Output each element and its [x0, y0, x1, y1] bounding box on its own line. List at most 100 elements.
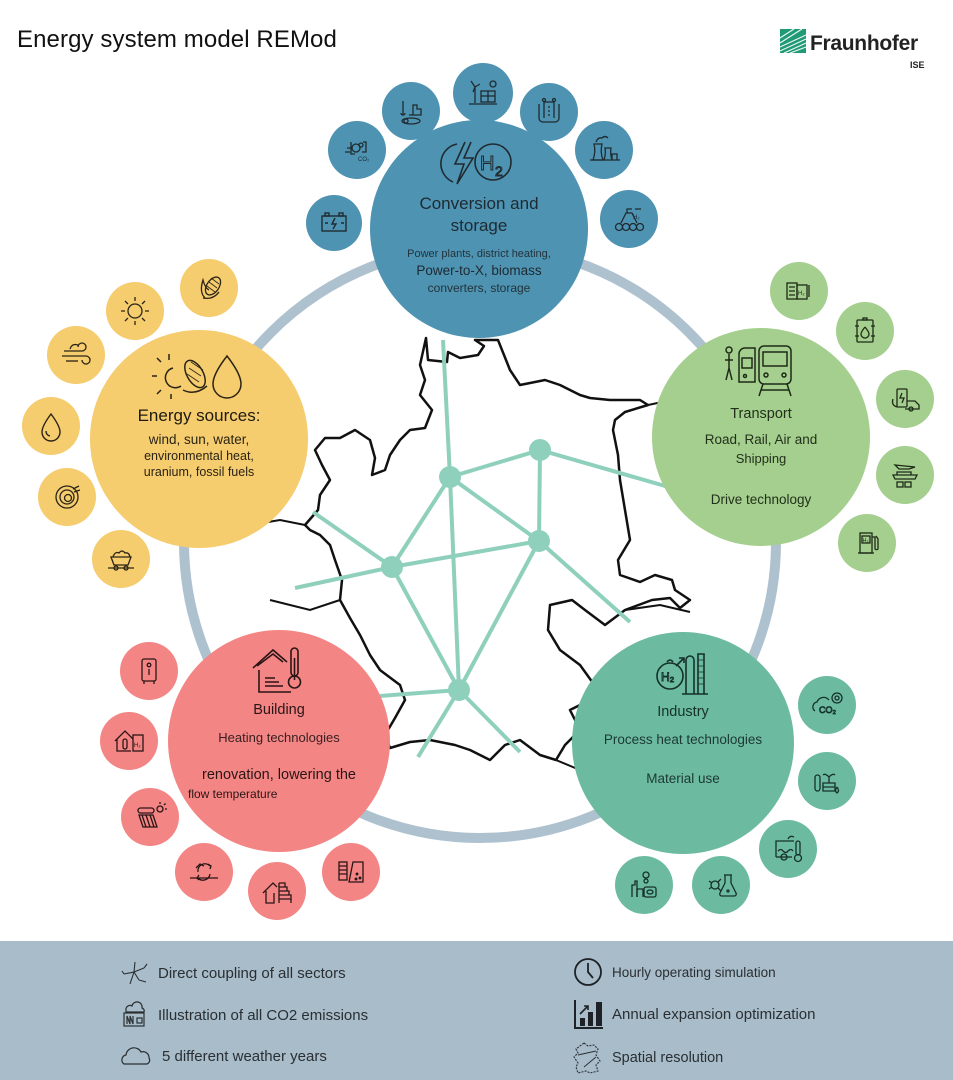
electrolyzer-icon	[538, 97, 560, 123]
hydrogen-storage-icon: H₂	[614, 208, 645, 232]
page-title: Energy system model REMod	[17, 26, 337, 53]
network-lines	[294, 339, 673, 759]
factory-icon	[631, 871, 657, 898]
co2-capture-icon: CO₂	[345, 141, 370, 163]
wind-solar-icon	[469, 80, 497, 105]
building-line-1: Heating technologies	[218, 730, 340, 745]
clock-icon	[574, 958, 602, 986]
satellite-biomass-material	[798, 752, 856, 810]
feature-sector-coupling: Direct coupling of all sectors	[120, 958, 346, 988]
satellite-h2-fuel-pump: H₂	[838, 514, 896, 572]
sector-transport: Transport Road, Rail, Air and Shipping D…	[652, 328, 870, 546]
svg-text:CO₂: CO₂	[819, 705, 837, 715]
sun-corn-drop-icon	[152, 354, 242, 399]
logo-sub: ISE	[910, 60, 925, 70]
satellite-h2-truck: H₂	[770, 262, 828, 320]
satellite-fuel-barrel	[836, 302, 894, 360]
h2-fuel-pump-icon: H₂	[858, 532, 879, 554]
satellite-sun	[106, 282, 164, 340]
satellite-co2-capture: CO₂	[328, 121, 386, 179]
network-nodes	[381, 439, 551, 701]
feature-co2-emissions: Illustration of all CO2 emissions	[120, 1000, 368, 1030]
logo-name: Fraunhofer	[810, 32, 918, 55]
svg-text:H₂: H₂	[633, 215, 640, 221]
satellite-factory	[615, 856, 673, 914]
satellite-power-plant	[575, 121, 633, 179]
satellite-solar-thermal	[121, 788, 179, 846]
satellite-uranium	[38, 468, 96, 526]
transport-line-3: Drive technology	[710, 492, 812, 507]
satellite-wind-solar	[453, 63, 513, 123]
biomass-plant-icon	[400, 101, 422, 125]
bar-chart-icon	[574, 1000, 603, 1029]
svg-text:H₂: H₂	[863, 538, 869, 544]
satellite-wind	[47, 326, 105, 384]
h2-truck-icon: H₂	[786, 282, 810, 300]
feature-weather-years: 5 different weather years	[120, 1044, 327, 1068]
sector-coupling-icon	[121, 961, 148, 985]
satellite-plane-ship	[876, 446, 934, 504]
co2-cloud-icon: CO₂	[812, 692, 843, 715]
feature-label: Direct coupling of all sectors	[158, 964, 346, 982]
fraunhofer-logo-mark-icon	[780, 29, 806, 53]
feature-label: 5 different weather years	[162, 1047, 327, 1065]
conversion-line-3: converters, storage	[427, 281, 531, 295]
water-drop-icon	[41, 412, 61, 442]
satellite-electrolyzer	[520, 83, 578, 141]
h2-industry-icon: H₂	[656, 653, 708, 695]
svg-text:H₂: H₂	[661, 670, 675, 684]
transport-line-2: Shipping	[735, 451, 787, 466]
industry-line-1: Process heat technologies	[603, 732, 763, 747]
feature-hourly-simulation: Hourly operating simulation	[572, 956, 776, 988]
plane-ship-icon	[891, 464, 919, 488]
industry-title: Industry	[657, 704, 709, 720]
corn-icon	[200, 276, 222, 300]
svg-text:CO₂: CO₂	[358, 157, 370, 163]
satellite-coal-cart	[92, 530, 150, 588]
ev-charging-icon	[891, 388, 920, 412]
conversion-line-2: Power-to-X, biomass	[416, 263, 542, 278]
sector-energy-sources: Energy sources: wind, sun, water, enviro…	[90, 330, 308, 548]
biomass-material-icon	[814, 773, 840, 794]
satellite-water-drop	[22, 397, 80, 455]
building-line-3: flow temperature	[188, 787, 278, 801]
satellite-hydrogen-storage: H₂	[600, 190, 658, 248]
conversion-line-1: Power plants, district heating,	[407, 248, 551, 260]
satellite-boiler	[120, 642, 178, 700]
energy-sources-title: Energy sources:	[137, 406, 261, 425]
footer-features: Direct coupling of all sectors Illustrat…	[0, 941, 953, 1080]
sector-industry: H₂ Industry Process heat technologies Ma…	[572, 632, 794, 854]
satellite-heat-pump-house: H₂	[100, 712, 158, 770]
satellite-co2-cloud: CO₂	[798, 676, 856, 734]
solar-thermal-icon	[137, 802, 167, 828]
germany-map-icon	[573, 1042, 601, 1074]
power-plant-icon	[590, 135, 620, 161]
cloud-icon	[121, 1047, 151, 1065]
svg-text:H₂: H₂	[798, 291, 805, 297]
wall-insulation-icon	[338, 861, 364, 883]
satellite-house-insulation	[248, 862, 306, 920]
feature-spatial-resolution: Spatial resolution	[572, 1041, 723, 1075]
feature-label: Hourly operating simulation	[612, 964, 776, 980]
house-thermometer-icon	[252, 647, 302, 693]
satellite-heat-recovery	[175, 843, 233, 901]
feature-label: Spatial resolution	[612, 1050, 724, 1066]
heat-pump-house-icon: H₂	[114, 730, 144, 752]
uranium-icon	[55, 485, 81, 509]
coal-cart-icon	[108, 550, 134, 571]
building-line-2: renovation, lowering the	[202, 767, 356, 783]
energy-sources-line-1: wind, sun, water,	[148, 432, 250, 447]
wind-icon	[62, 342, 91, 365]
heat-recovery-icon	[190, 863, 218, 881]
process-heat-icon	[775, 835, 803, 863]
fuel-barrel-icon	[855, 317, 875, 343]
satellite-battery	[306, 195, 362, 251]
co2-factory-icon	[123, 1001, 145, 1027]
energy-sources-line-2: environmental heat,	[144, 449, 254, 463]
energy-sources-line-3: uranium, fossil fuels	[143, 465, 255, 479]
transport-line-1: Road, Rail, Air and	[704, 432, 818, 447]
house-insulation-icon	[262, 882, 292, 904]
conversion-title-2: storage	[450, 216, 508, 235]
sector-building: Building Heating technologies renovation…	[168, 630, 390, 852]
